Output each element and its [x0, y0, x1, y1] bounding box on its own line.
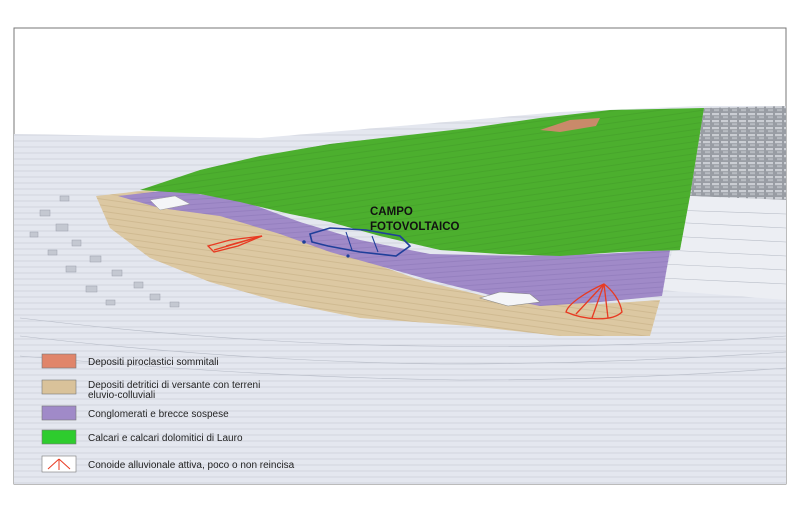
scar-left — [149, 195, 191, 211]
legend-swatch-pyroclastic — [41, 353, 77, 369]
site-label-line2: FOTOVOLTAICO — [370, 221, 459, 233]
solar-plant-divider — [345, 231, 353, 251]
lower-contours — [19, 317, 787, 381]
legend: Depositi piroclastici sommitali Depositi… — [41, 353, 295, 473]
solar-plant-outline — [309, 227, 412, 257]
legend-label-pyroclastic: Depositi piroclastici sommitali — [88, 357, 219, 368]
plain-right-contours — [659, 209, 787, 285]
legend-label-conglomerate: Conglomerati e brecce sospese — [88, 409, 229, 420]
rock-outcrop — [690, 106, 786, 200]
site-label-line1: CAMPO — [370, 206, 413, 218]
plain-right — [660, 196, 786, 300]
legend-label-fan: Conoide alluvionale attiva, poco o non r… — [88, 460, 295, 471]
conglomerate-contours — [118, 190, 670, 306]
alluvial-fan-left — [206, 235, 263, 253]
legend-label-limestone: Calcari e calcari dolomitici di Lauro — [88, 433, 243, 444]
legend-swatch-fan — [41, 455, 77, 473]
limestone-contours — [140, 108, 704, 256]
legend-swatch-conglomerate — [41, 405, 77, 421]
settlement-blocks — [29, 195, 180, 308]
site-marker-2 — [346, 254, 350, 258]
legend-swatch-debris — [41, 379, 77, 395]
legend-label-debris-line2: eluvio-colluviali — [88, 390, 155, 401]
legend-label-debris: Depositi detritici di versante con terre… — [88, 380, 260, 391]
debris-contours — [96, 190, 660, 336]
solar-plant-divider-2 — [371, 235, 379, 253]
legend-swatch-limestone — [41, 429, 77, 445]
pyroclastic-cap — [540, 118, 600, 132]
alluvial-fan-right — [565, 283, 623, 320]
quarry-scar — [478, 291, 541, 307]
site-marker — [302, 240, 306, 244]
